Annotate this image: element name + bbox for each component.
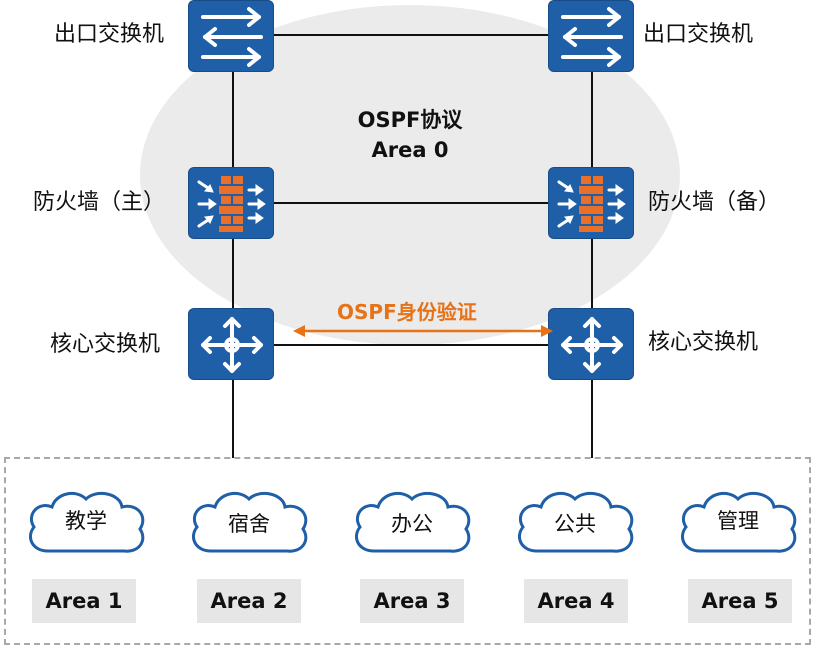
switch-arrows-icon	[201, 7, 263, 67]
area-cloud-3: 办公	[346, 485, 478, 563]
link-right-vertical-mid	[591, 238, 593, 310]
area-2-name: 宿舍	[228, 512, 270, 536]
firewall-backup-label: 防火墙（备）	[648, 190, 781, 215]
area-cloud-1: 教学	[20, 485, 152, 563]
link-firewall-horizontal	[274, 202, 550, 204]
cloud-icon	[192, 491, 308, 553]
ospf-auth-label: OSPF身份验证	[337, 300, 477, 324]
core-switch-icon	[561, 317, 623, 373]
link-right-vertical-bottom	[591, 380, 593, 458]
cloud-icon	[355, 491, 471, 553]
core-switch-right-label: 核心交换机	[648, 330, 759, 355]
egress-switch-right-label: 出口交换机	[643, 22, 754, 47]
area-3-label: Area 3	[360, 579, 464, 623]
firewall-backup[interactable]	[548, 167, 634, 239]
egress-switch-left-label: 出口交换机	[54, 22, 165, 47]
area0-title: OSPF协议 Area 0	[340, 105, 480, 165]
firewall-icon	[197, 176, 266, 232]
firewall-icon	[557, 176, 626, 232]
egress-switch-right[interactable]	[548, 0, 634, 72]
core-switch-left-label: 核心交换机	[50, 332, 161, 357]
firewall-primary-label: 防火墙（主）	[33, 190, 166, 215]
area-4-name: 公共	[554, 512, 596, 536]
link-right-vertical-top	[591, 72, 593, 168]
area-5-label: Area 5	[688, 579, 792, 623]
area-3-name: 办公	[391, 512, 433, 536]
ospf-protocol-label: OSPF协议	[357, 108, 463, 132]
area-5-name: 管理	[717, 509, 759, 533]
cloud-icon	[518, 491, 634, 553]
link-egress-horizontal	[274, 34, 550, 36]
area-1-name: 教学	[65, 509, 107, 533]
egress-switch-left[interactable]	[188, 0, 274, 72]
area-cloud-5: 管理	[672, 485, 804, 563]
area-2-label: Area 2	[197, 579, 301, 623]
switch-arrows-icon	[561, 7, 623, 67]
area-cloud-4: 公共	[509, 485, 641, 563]
area-4-label: Area 4	[524, 579, 628, 623]
link-left-vertical-mid	[232, 238, 234, 310]
area-1-label: Area 1	[32, 579, 136, 623]
core-switch-icon	[201, 317, 263, 373]
areas-container	[4, 457, 811, 645]
auth-double-arrow	[293, 325, 553, 337]
cloud-icon	[681, 491, 797, 553]
link-left-vertical-top	[232, 72, 234, 168]
firewall-primary[interactable]	[188, 167, 274, 239]
area-cloud-2: 宿舍	[183, 485, 315, 563]
link-left-vertical-bottom	[232, 380, 234, 458]
area0-label: Area 0	[371, 138, 449, 162]
core-switch-right[interactable]	[548, 308, 634, 380]
link-core-horizontal	[274, 344, 550, 346]
cloud-icon	[29, 491, 145, 553]
core-switch-left[interactable]	[188, 308, 274, 380]
